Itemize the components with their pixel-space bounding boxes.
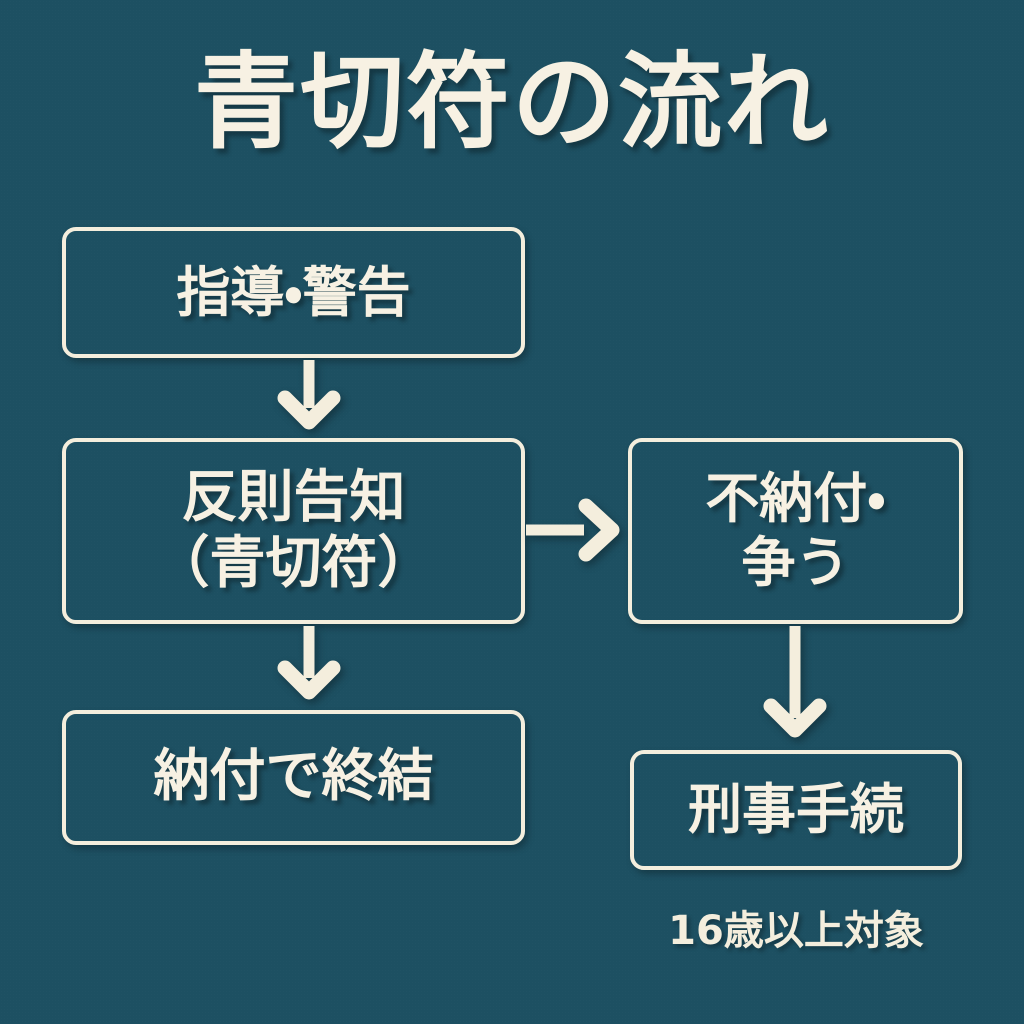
node-criminal-procedure[interactable]: 刑事手続 bbox=[630, 750, 962, 870]
page-title: 青切符の流れ bbox=[193, 41, 830, 163]
node-criminal-procedure-label: 刑事手続 bbox=[688, 778, 904, 842]
node-payment-closes-case-label: 納付で終結 bbox=[153, 744, 434, 810]
node-guidance-warning[interactable]: 指導・警告 bbox=[62, 227, 525, 358]
node-nonpayment-dispute[interactable]: 不納付・ 争う bbox=[628, 438, 963, 624]
arrow-down-notice-to-payment bbox=[277, 626, 341, 710]
node-nonpayment-dispute-label: 不納付・ 争う bbox=[705, 467, 886, 594]
arrow-down-guidance-to-notice bbox=[277, 360, 341, 436]
node-payment-closes-case[interactable]: 納付で終結 bbox=[62, 710, 525, 845]
arrow-right-notice-to-dispute bbox=[526, 498, 628, 562]
node-violation-notice[interactable]: 反則告知 （青切符） bbox=[62, 438, 525, 624]
node-guidance-warning-label: 指導・警告 bbox=[176, 260, 411, 324]
age-eligibility-caption: 16歳以上対象 bbox=[668, 908, 924, 954]
arrow-down-dispute-to-criminal bbox=[763, 626, 827, 748]
node-violation-notice-label: 反則告知 （青切符） bbox=[153, 464, 434, 596]
